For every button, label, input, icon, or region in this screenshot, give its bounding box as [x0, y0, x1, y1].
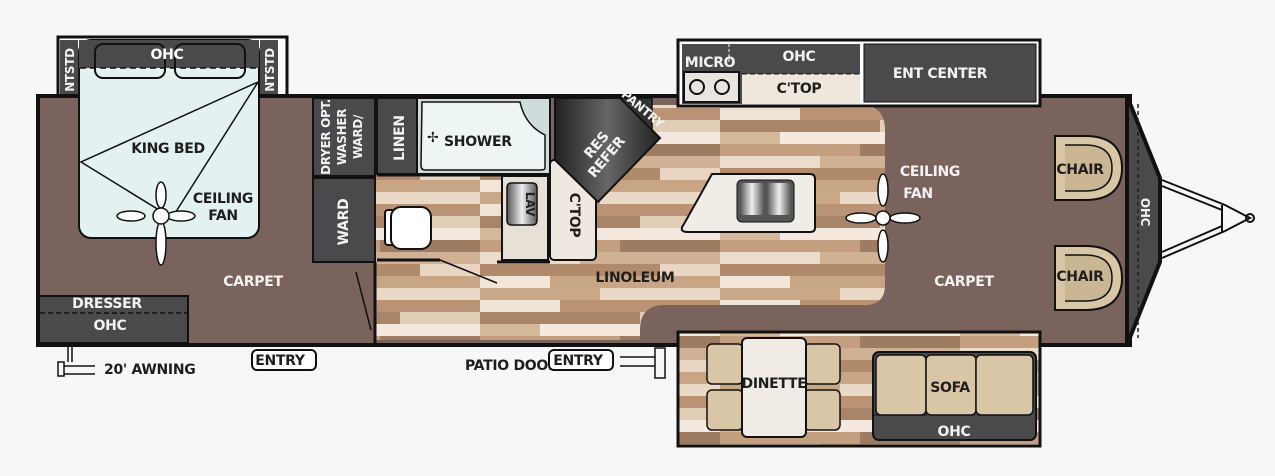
dresser-ohc-label: OHC	[94, 318, 127, 334]
awning-label: 20' AWNING	[104, 362, 195, 378]
dinette-label: DINETTE	[742, 376, 807, 392]
kitchen-slideout	[676, 38, 1042, 108]
bedroom-fan-label-2: FAN	[208, 208, 238, 224]
chair-bottom-label: CHAIR	[1056, 269, 1104, 285]
dinette-table[interactable]	[741, 337, 807, 438]
washer-label-2: WASHER	[335, 109, 349, 165]
front-ohc-label: OHC	[1138, 198, 1152, 227]
bed-ohc-label: OHC	[151, 47, 184, 63]
awning-icon	[57, 345, 95, 377]
chair-top-label: CHAIR	[1056, 162, 1104, 178]
sofa[interactable]	[872, 351, 1037, 441]
kitchen-island	[680, 173, 816, 233]
bed-label: KING BED	[131, 141, 205, 157]
living-fan-label-1: CEILING	[900, 164, 960, 180]
ceiling-fan-icon	[845, 173, 921, 263]
bedroom-fan-label-1: CEILING	[193, 191, 253, 207]
chair-bottom[interactable]	[1054, 245, 1124, 311]
lav-label: LAV	[523, 192, 537, 218]
entry-rear-label: ENTRY	[255, 353, 306, 369]
micro-label: MICRO	[685, 55, 736, 71]
entry-rear-button[interactable]: ENTRY	[251, 349, 317, 371]
pantry	[618, 97, 653, 132]
patio-door-label: PATIO DOOR	[465, 358, 559, 374]
kitchen-ohc-label: OHC	[783, 49, 816, 65]
linoleum-label: LINOLEUM	[595, 270, 674, 286]
sofa-label: SOFA	[930, 380, 970, 396]
entry-main-button[interactable]: ENTRY	[548, 349, 614, 371]
washer-dryer-closet	[312, 97, 376, 177]
awning-arm-icon	[620, 347, 666, 379]
sofa-ohc-label: OHC	[938, 424, 971, 440]
dresser	[38, 295, 189, 344]
linoleum-floor	[375, 105, 885, 340]
stove-burners-icon	[683, 71, 740, 103]
nightstand-left-label: NTSTD	[63, 48, 77, 92]
chair-top[interactable]	[1054, 135, 1124, 201]
washer-label-1: DRYER OPT.	[319, 99, 333, 175]
lavatory-sink	[501, 175, 549, 261]
bedroom-carpet-label: CARPET	[223, 274, 283, 290]
ceiling-fan-icon	[116, 181, 196, 266]
linen-label: LINEN	[392, 115, 408, 161]
wardrobe-label: WARD	[336, 199, 352, 246]
dresser-label: DRESSER	[72, 296, 142, 312]
kitchen-ctop-label: C'TOP	[777, 81, 822, 97]
washer-label-3: WARD/	[351, 114, 365, 159]
bedroom-door[interactable]	[355, 271, 372, 331]
side-ctop-label: C'TOP	[566, 193, 582, 238]
living-fan-label-2: FAN	[903, 186, 933, 202]
king-bed[interactable]	[78, 39, 260, 239]
hitch	[1161, 179, 1255, 259]
bathroom-door[interactable]	[439, 259, 498, 284]
wardrobe	[312, 177, 376, 263]
living-carpet-label: CARPET	[934, 274, 994, 290]
residential-refrigerator	[554, 97, 662, 204]
toilet-icon	[384, 206, 432, 250]
nightstand-right-label: NTSTD	[263, 48, 277, 92]
shower-label: SHOWER	[444, 134, 512, 150]
shower-head-icon: ✢	[427, 130, 439, 146]
entry-main-label: ENTRY	[553, 353, 604, 369]
linen-closet	[376, 97, 418, 175]
ent-center-label: ENT CENTER	[893, 66, 988, 82]
